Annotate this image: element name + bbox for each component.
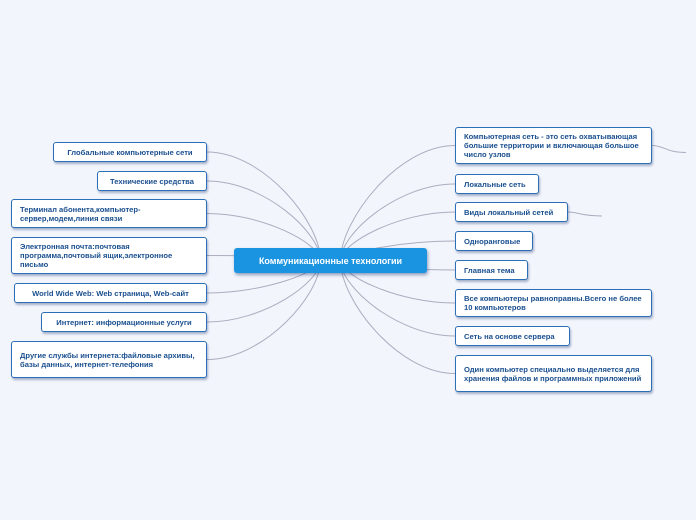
connector-stub <box>651 145 687 153</box>
right-node-all-equal[interactable]: Все компьютеры равноправны.Всего не боле… <box>455 289 652 317</box>
right-node-local-network-types[interactable]: Виды локальный сетей <box>455 202 568 222</box>
left-node-email[interactable]: Электронная почта:почтовая программа,поч… <box>11 237 207 274</box>
right-node-dedicated-server[interactable]: Один компьютер специально выделяется для… <box>455 355 652 392</box>
node-label: Компьютерная сеть - это сеть охватывающа… <box>464 132 639 159</box>
right-node-main-topic[interactable]: Главная тема <box>455 260 528 280</box>
left-node-subscriber-terminal[interactable]: Терминал абонента,компьютер-сервер,модем… <box>11 199 207 228</box>
node-label: Другие службы интернета:файловые архивы,… <box>20 350 195 369</box>
node-label: World Wide Web: Web страница, Web-сайт <box>32 288 189 298</box>
connector-line <box>340 260 456 374</box>
node-label: Локальные сеть <box>464 179 526 189</box>
connector-stub <box>567 211 603 217</box>
node-label: Интернет: информационные услуги <box>56 317 192 327</box>
left-node-internet-services[interactable]: Интернет: информационные услуги <box>41 312 207 332</box>
node-label: Терминал абонента,компьютер-сервер,модем… <box>20 204 141 223</box>
node-label: Одноранговые <box>464 236 521 246</box>
left-node-www[interactable]: World Wide Web: Web страница, Web-сайт <box>14 283 207 303</box>
node-label: Все компьютеры равноправны.Всего не боле… <box>464 294 642 312</box>
node-label: Сеть на основе сервера <box>464 331 555 341</box>
central-topic-label: Коммуникационные технологии <box>258 255 403 266</box>
node-label: Главная тема <box>464 265 515 275</box>
node-label: Технические средства <box>110 176 194 186</box>
central-topic[interactable]: Коммуникационные технологии <box>234 248 427 273</box>
left-node-other-services[interactable]: Другие службы интернета:файловые архивы,… <box>11 341 207 378</box>
connector-line <box>206 151 321 261</box>
connector-line <box>340 145 456 261</box>
node-label: Глобальные компьютерные сети <box>67 147 193 157</box>
right-node-local-network[interactable]: Локальные сеть <box>455 174 539 194</box>
node-label: Один компьютер специально выделяется для… <box>464 364 642 383</box>
node-label: Электронная почта:почтовая программа,поч… <box>20 242 173 269</box>
right-node-peer-to-peer[interactable]: Одноранговые <box>455 231 533 251</box>
left-node-technical-means[interactable]: Технические средства <box>97 171 207 191</box>
connector-line <box>206 260 321 360</box>
node-label: Виды локальный сетей <box>464 207 554 217</box>
left-node-global-networks[interactable]: Глобальные компьютерные сети <box>53 142 207 162</box>
right-node-server-based[interactable]: Сеть на основе сервера <box>455 326 570 346</box>
right-node-computer-network-definition[interactable]: Компьютерная сеть - это сеть охватывающа… <box>455 127 652 164</box>
